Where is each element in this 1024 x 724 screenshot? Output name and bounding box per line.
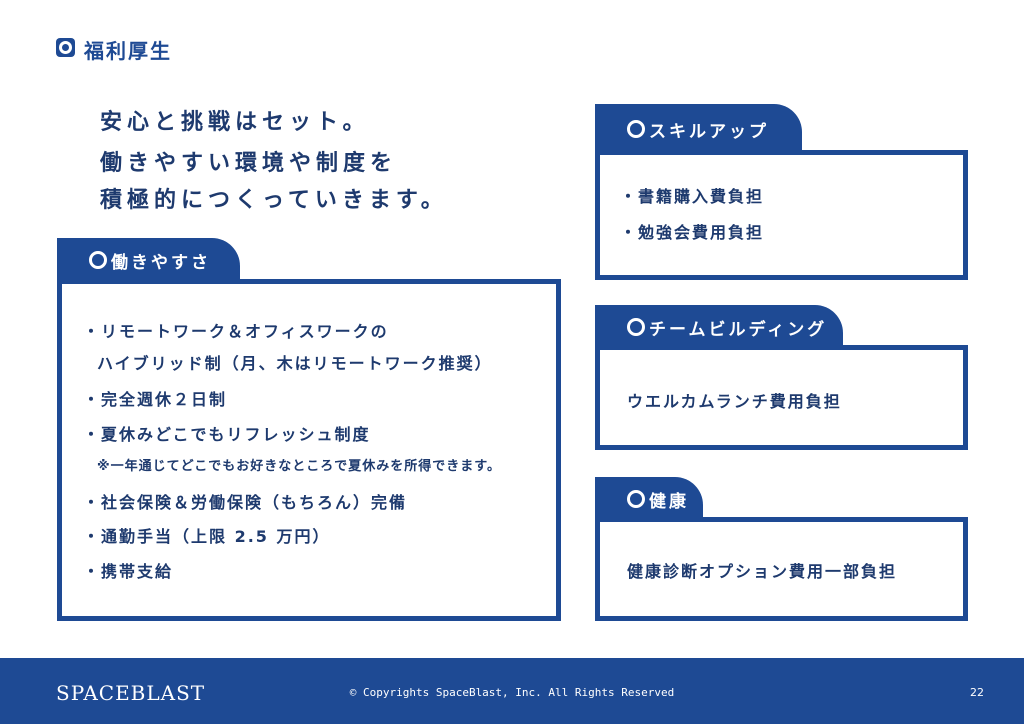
work-env-item: ・夏休みどこでもリフレッシュ制度 [83,425,371,444]
copyright: © Copyrights SpaceBlast, Inc. All Rights… [349,686,675,699]
catchphrase-line-2: 働きやすい環境や制度を [100,151,398,176]
section-marker-icon [56,38,75,57]
work-env-title: 働きやすさ [111,252,211,273]
teambuilding-title: チームビルディング [649,319,828,340]
catchphrase-line-3: 積極的につくっていきます。 [100,188,448,213]
health-item: 健康診断オプション費用一部負担 [627,562,898,581]
work-env-tab: 働きやすさ [57,238,240,282]
ring-icon [627,490,645,508]
health-tab: 健康 [595,477,703,521]
skillup-tab: スキルアップ [595,104,802,154]
work-env-note: ※一年通じてどこでもお好きなところで夏休みを所得できます。 [97,459,501,474]
ring-icon [627,318,645,336]
health-box [595,517,968,621]
footer-bar [0,658,1024,724]
teambuilding-item: ウエルカムランチ費用負担 [627,392,842,411]
skillup-item: ・書籍購入費負担 [620,187,765,206]
teambuilding-box [595,345,968,450]
work-env-box [57,279,561,621]
work-env-item: ・携帯支給 [83,562,174,581]
work-env-item: ・リモートワーク＆オフィスワークの [83,322,389,341]
catchphrase-line-1: 安心と挑戦はセット。 [100,110,370,135]
skillup-box [595,150,968,280]
page-number: 22 [970,686,984,699]
teambuilding-tab: チームビルディング [595,305,843,349]
work-env-item: ・完全週休２日制 [83,390,228,409]
page-title: 福利厚生 [84,39,172,63]
ring-icon [627,120,645,138]
ring-icon [89,251,107,269]
work-env-item: ・社会保険＆労働保険（もちろん）完備 [83,493,408,512]
logo: SPACEBLAST [56,681,206,705]
work-env-item: ハイブリッド制（月、木はリモートワーク推奨） [97,354,493,373]
health-title: 健康 [649,491,689,512]
skillup-item: ・勉強会費用負担 [620,223,765,242]
skillup-title: スキルアップ [649,121,769,142]
work-env-item: ・通勤手当（上限 2.5 万円） [83,527,331,546]
